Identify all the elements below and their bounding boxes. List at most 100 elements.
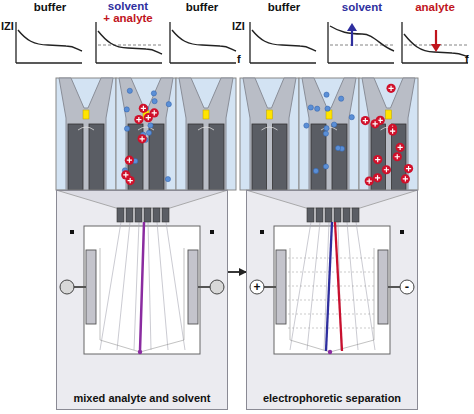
- decrease-arrow: [435, 30, 437, 46]
- analyte-ion: [395, 154, 400, 159]
- impedance-plot: buffer: [166, 1, 238, 65]
- analyte-ion: [406, 166, 411, 171]
- plot-label: analyte: [415, 1, 455, 13]
- panel-caption: electrophoretic separation: [263, 392, 401, 404]
- electrolyte-panel: [176, 78, 236, 190]
- solvent-molecule: [325, 106, 330, 111]
- analyte-ion: [390, 128, 395, 133]
- axis: [250, 62, 316, 63]
- analyte-ion: [373, 173, 382, 182]
- analyte-ion: [375, 175, 380, 180]
- plot-label: solvent: [342, 1, 382, 13]
- chip-panel: [56, 190, 228, 410]
- analyte-ion: [382, 165, 391, 174]
- analyte-ion: [136, 117, 141, 122]
- separation-electrode: [276, 250, 286, 324]
- solvent-molecule: [323, 164, 328, 169]
- contact-trace: [148, 222, 151, 350]
- field-line: [288, 272, 376, 273]
- analyte-ion: [371, 119, 380, 128]
- polarity-sign: -: [405, 280, 409, 294]
- impedance-plot: buffer: [246, 1, 322, 65]
- axis: [16, 62, 82, 63]
- analyte-ion: [127, 158, 132, 163]
- electrode: [89, 124, 104, 190]
- solvent-molecule: [324, 92, 329, 97]
- electrode-terminal: [210, 280, 224, 294]
- solvent-molecule: [304, 123, 309, 128]
- solvent-band: [326, 222, 332, 351]
- contact-trace: [166, 222, 185, 350]
- solvent-molecule: [313, 168, 318, 173]
- solvent-molecule: [146, 130, 151, 135]
- analyte-ion: [361, 116, 370, 125]
- analyte-ion: [398, 145, 403, 150]
- analyte-ion: [139, 104, 148, 113]
- field-line: [288, 328, 376, 329]
- impedance-curve: [252, 30, 316, 51]
- sensor-pad: [117, 208, 124, 222]
- axis: [327, 22, 328, 63]
- axis: [95, 22, 96, 63]
- axis: [328, 62, 394, 63]
- solvent-molecule: [127, 88, 132, 93]
- electrode-terminal: [400, 280, 414, 294]
- analyte-ion: [152, 110, 157, 115]
- electrode-gap: [386, 110, 392, 119]
- reference-line: [98, 45, 162, 46]
- axis: [249, 22, 250, 63]
- impedance-curve: [18, 30, 82, 51]
- field-line: [288, 286, 376, 287]
- contact-trace: [157, 222, 168, 350]
- electrode-gap: [83, 110, 89, 119]
- impedance-plot: buffer: [14, 1, 86, 65]
- contact-trace: [134, 222, 139, 350]
- sensor-pad: [153, 208, 160, 222]
- alignment-mark: [260, 230, 264, 234]
- analyte-ion: [141, 106, 146, 111]
- electrode: [252, 124, 267, 190]
- electrode-terminal: [250, 280, 264, 294]
- analyte-ion: [386, 84, 395, 93]
- injection-point: [138, 350, 142, 354]
- plot-label: + analyte: [103, 12, 153, 24]
- analyte-ion: [396, 143, 405, 152]
- electrode-terminal: [60, 280, 74, 294]
- contact-trace: [100, 222, 121, 350]
- plot-label: solvent: [108, 0, 148, 12]
- sample-band: [140, 222, 144, 351]
- analyte-ion: [128, 178, 133, 183]
- solvent-molecule: [124, 107, 129, 112]
- electrode-gap: [203, 110, 209, 119]
- field-line: [78, 127, 94, 130]
- electrode: [273, 124, 288, 190]
- chip-panel: mixed analyte and solvent: [56, 190, 228, 410]
- field-line: [262, 127, 278, 130]
- solvent-molecule: [339, 96, 344, 101]
- analyte-ion: [140, 136, 145, 141]
- axis-label: f: [465, 52, 469, 66]
- alignment-mark: [210, 230, 214, 234]
- analyte-ion: [123, 172, 128, 177]
- zoom-wedge: [56, 190, 228, 208]
- injection-point: [328, 350, 332, 354]
- separation-electrode: [188, 250, 198, 324]
- solvent-molecule: [165, 177, 170, 182]
- analyte-ion: [401, 174, 410, 183]
- analyte-ion: [388, 86, 393, 91]
- solvent-molecule: [124, 126, 129, 131]
- analyte-ion: [146, 115, 151, 120]
- decrease-arrow: [431, 44, 441, 52]
- axis: [402, 62, 468, 63]
- impedance-curve: [330, 26, 394, 51]
- axis-label: IZI: [1, 19, 14, 33]
- solvent-molecule: [349, 115, 354, 120]
- sensor-pad: [135, 208, 142, 222]
- analyte-ion: [388, 126, 397, 135]
- electrode-lead: [119, 78, 173, 190]
- sensor-pad: [352, 208, 359, 222]
- impedance-plot: solvent: [324, 1, 400, 65]
- electrolyte-panel: [56, 78, 116, 190]
- analyte-band: [335, 222, 342, 351]
- electrolyte-panel: [359, 78, 418, 190]
